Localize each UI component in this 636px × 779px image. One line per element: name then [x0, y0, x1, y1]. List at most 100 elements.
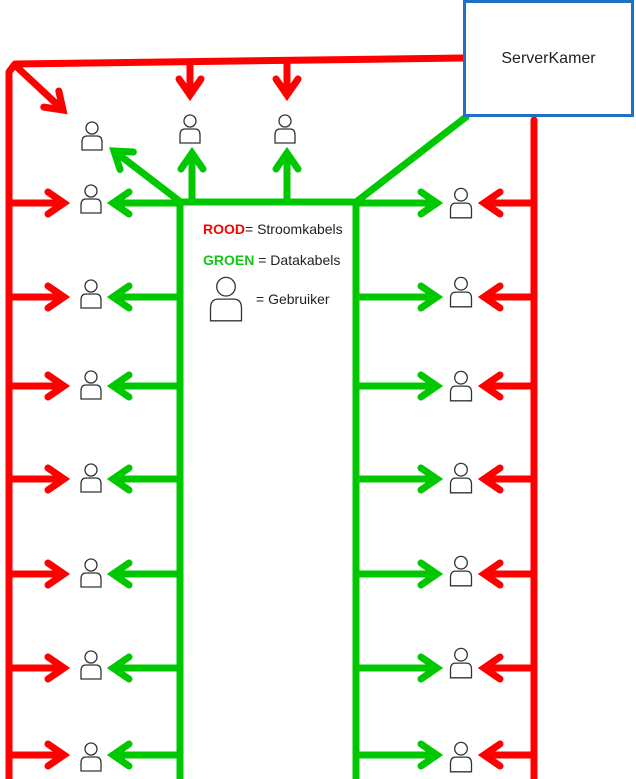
power-branch-left-7 [5, 740, 71, 770]
data-branch-right-4 [352, 464, 444, 494]
data-up-2-head [272, 146, 302, 173]
user-right-1-icon-body [449, 202, 473, 219]
user-left-1-icon-body [80, 198, 102, 214]
user-right-1-icon [449, 187, 473, 219]
power-branch-right-3-head [477, 371, 504, 401]
power-branch-right-1-head [477, 188, 504, 218]
power-arrow-diagonal-head [40, 87, 68, 115]
server-room-box: ServerKamer [463, 0, 634, 117]
data-branch-right-2-head [417, 282, 444, 312]
user-left-7-icon [80, 742, 102, 772]
user-left-7-icon-head [84, 742, 98, 756]
power-drop-1 [175, 58, 205, 102]
power-branch-right-6-head [477, 653, 504, 683]
data-branch-left-3 [106, 371, 184, 401]
power-drop-2-head [272, 75, 302, 102]
power-branch-right-4-head [477, 464, 504, 494]
power-branch-left-5-head [44, 559, 71, 589]
data-branch-left-7 [106, 740, 184, 770]
user-top-2-icon-head [183, 114, 197, 128]
data-arrow-diagonal-shaft [112, 149, 182, 204]
user-right-4-icon-head [454, 462, 468, 477]
power-arrow-diagonal [14, 64, 68, 115]
data-branch-right-3 [352, 371, 444, 401]
legend-power: ROOD= Stroomkabels [203, 221, 343, 237]
power-branch-left-2 [5, 282, 71, 312]
user-left-5-icon-body [80, 572, 102, 588]
data-branch-left-5-head [106, 559, 133, 589]
user-right-3-icon-body [449, 385, 473, 402]
power-trunk-left [5, 54, 467, 779]
user-left-6-icon-body [80, 664, 102, 680]
data-branch-left-4-head [106, 464, 133, 494]
user-right-6-icon [449, 647, 473, 679]
data-branch-right-7-head [417, 740, 444, 770]
legend-power-text: = Stroomkabels [245, 221, 343, 237]
power-branch-right-5-head [477, 559, 504, 589]
user-right-7-icon-head [454, 741, 468, 756]
data-branch-right-4-head [417, 464, 444, 494]
user-left-6-icon [80, 650, 102, 680]
power-drop-1-head [175, 75, 205, 102]
user-right-6-icon-head [454, 647, 468, 662]
user-right-5-icon-body [449, 570, 473, 587]
legend-user-icon-body [209, 298, 243, 322]
data-branch-left-6-head [106, 653, 133, 683]
legend-data-text: = Datakabels [258, 252, 341, 268]
data-branch-right-1 [352, 188, 444, 218]
users [80, 114, 473, 773]
power-branch-right-7 [477, 740, 538, 770]
user-left-2-icon [80, 279, 102, 309]
data-branch-right-6 [352, 653, 444, 683]
power-branch-left-1-head [44, 188, 71, 218]
power-branch-left-4 [5, 464, 71, 494]
user-right-6-icon-body [449, 662, 473, 679]
user-left-4-icon [80, 463, 102, 493]
legend-user-icon-head [216, 276, 236, 297]
user-left-4-icon-head [84, 463, 98, 477]
user-left-2-icon-head [84, 279, 98, 293]
legend-data: GROEN = Datakabels [203, 252, 340, 268]
user-left-6-icon-head [84, 650, 98, 664]
user-left-1-icon [80, 184, 102, 214]
user-right-7-icon-body [449, 756, 473, 773]
power-branch-left-3-head [44, 371, 71, 401]
user-right-3-icon-head [454, 370, 468, 385]
data-branch-left-4 [106, 464, 184, 494]
legend-power-key: ROOD [203, 221, 245, 237]
user-right-2-icon-body [449, 291, 473, 308]
power-arrow-diagonal-shaft [14, 64, 65, 112]
user-right-2-icon-head [454, 276, 468, 291]
data-branch-left-3-head [106, 371, 133, 401]
data-branch-right-5-head [417, 559, 444, 589]
data-branch-left-1-head [106, 188, 133, 218]
legend-data-key: GROEN [203, 252, 255, 268]
data-arrow-diagonal [109, 147, 182, 204]
user-left-2-icon-body [80, 293, 102, 309]
power-branch-left-7-head [44, 740, 71, 770]
user-right-4-icon [449, 462, 473, 494]
user-right-5-icon [449, 555, 473, 587]
power-branch-left-6 [5, 653, 71, 683]
user-right-4-icon-body [449, 477, 473, 494]
data-cables [106, 113, 470, 779]
user-left-4-icon-body [80, 477, 102, 493]
legend-user-text: = Gebruiker [256, 291, 330, 307]
power-branch-left-3 [5, 371, 71, 401]
user-left-3-icon [80, 370, 102, 400]
data-up-1 [177, 146, 207, 204]
data-branch-right-1-head [417, 188, 444, 218]
user-top-3-icon-head [278, 114, 292, 128]
user-top-1-icon-body [81, 135, 103, 151]
user-right-7-icon [449, 741, 473, 773]
data-branch-left-7-head [106, 740, 133, 770]
power-branch-left-2-head [44, 282, 71, 312]
power-branch-right-3 [477, 371, 538, 401]
data-up-2 [272, 146, 302, 204]
user-right-5-icon-head [454, 555, 468, 570]
server-room-label: ServerKamer [501, 49, 596, 67]
power-branch-right-1 [477, 188, 538, 218]
legend-user-icon [209, 276, 243, 322]
power-drop-2 [272, 57, 302, 102]
